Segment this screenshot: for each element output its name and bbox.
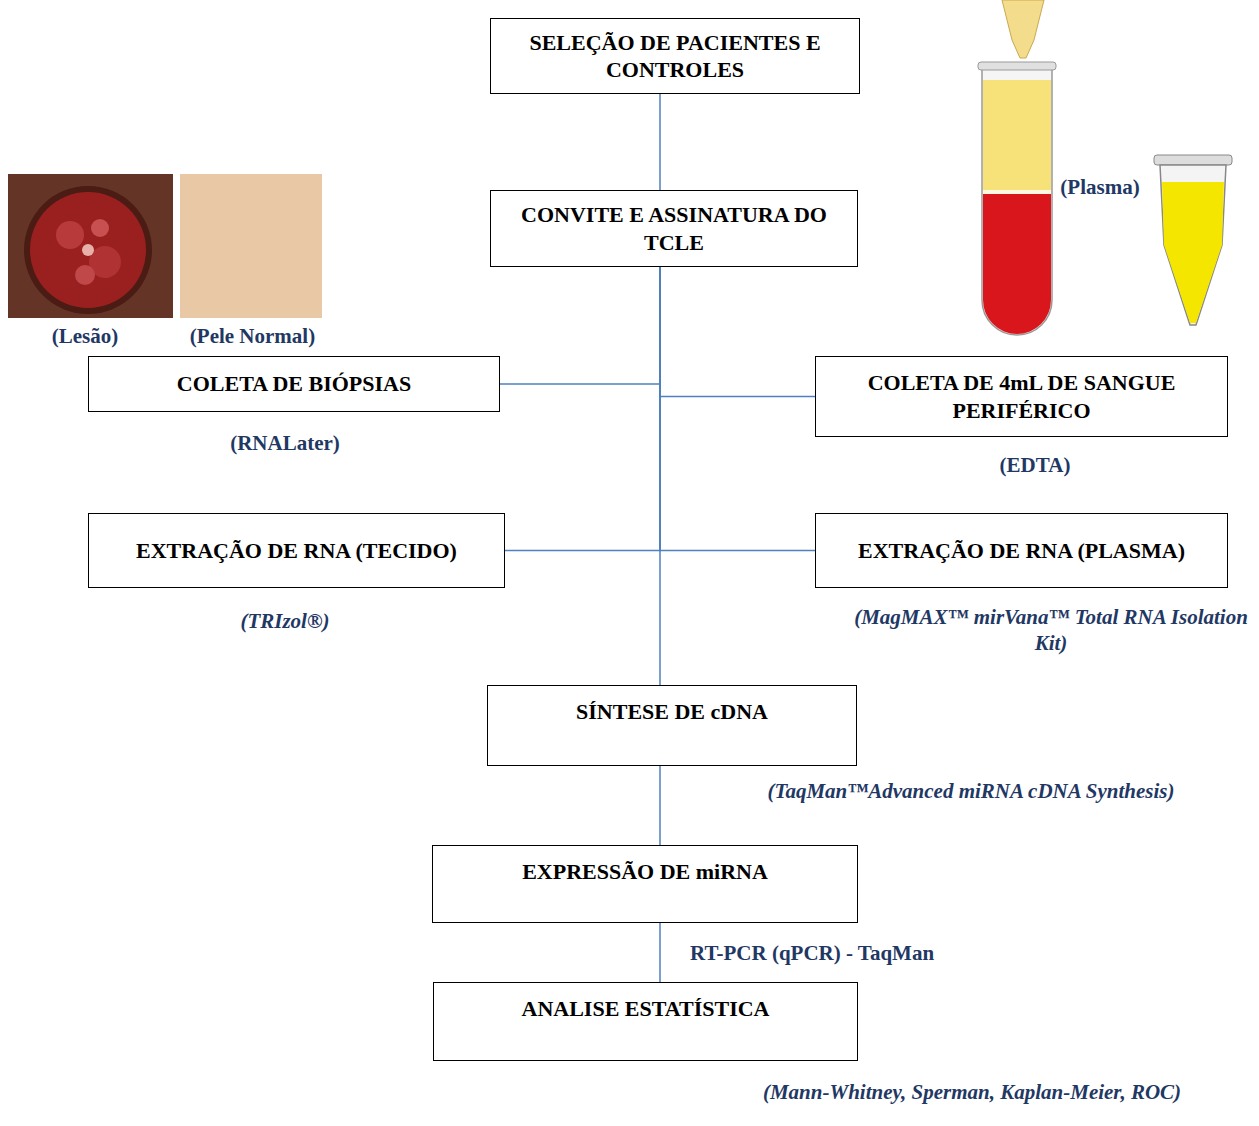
connector-path <box>660 267 815 551</box>
connector-path <box>500 267 660 384</box>
connector-path <box>660 267 815 397</box>
method-note: (RNALater) <box>175 430 395 456</box>
blood-tube <box>978 0 1056 335</box>
box-text: COLETA DE 4mL DE SANGUE PERIFÉRICO <box>828 369 1215 424</box>
process-box: ANALISE ESTATÍSTICA <box>433 982 858 1061</box>
connector-line <box>660 94 661 190</box>
method-note: (MagMAX™ mirVana™ Total RNA Isolation Ki… <box>850 604 1252 657</box>
box-text: SELEÇÃO DE PACIENTES E CONTROLES <box>503 29 847 84</box>
method-note: (EDTA) <box>975 452 1095 478</box>
connector-path <box>659 923 661 982</box>
method-note: (Plasma) <box>1035 174 1165 200</box>
connector-line <box>505 267 660 551</box>
connector-line <box>660 267 815 397</box>
method-note: (Lesão) <box>15 323 155 349</box>
connector-line <box>660 267 815 551</box>
connector-path <box>659 267 661 685</box>
lesion-photo <box>8 174 173 318</box>
method-note: (TaqMan™Advanced miRNA cDNA Synthesis) <box>688 778 1254 804</box>
method-note: (TRIzol®) <box>180 608 390 634</box>
method-note: RT-PCR (qPCR) - TaqMan <box>690 940 1050 966</box>
process-box: COLETA DE BIÓPSIAS <box>88 356 500 412</box>
box-text: EXTRAÇÃO DE RNA (TECIDO) <box>136 537 457 565</box>
box-text: COLETA DE BIÓPSIAS <box>177 370 411 398</box>
process-box: SELEÇÃO DE PACIENTES E CONTROLES <box>490 18 860 94</box>
box-text: ANALISE ESTATÍSTICA <box>522 995 770 1023</box>
process-box: SÍNTESE DE cDNA <box>487 685 857 766</box>
process-box: EXPRESSÃO DE miRNA <box>432 845 858 923</box>
process-box: COLETA DE 4mL DE SANGUE PERIFÉRICO <box>815 356 1228 437</box>
box-text: CONVITE E ASSINATURA DO TCLE <box>503 201 845 256</box>
connector-line <box>660 923 661 982</box>
box-text: EXTRAÇÃO DE RNA (PLASMA) <box>858 537 1185 565</box>
box-text: SÍNTESE DE cDNA <box>576 698 768 726</box>
process-box: EXTRAÇÃO DE RNA (TECIDO) <box>88 513 505 588</box>
connector-line <box>500 267 660 384</box>
connector-path <box>659 766 661 845</box>
box-text: EXPRESSÃO DE miRNA <box>522 858 768 886</box>
process-box: EXTRAÇÃO DE RNA (PLASMA) <box>815 513 1228 588</box>
connector-path <box>505 267 660 551</box>
method-note: (Mann-Whitney, Sperman, Kaplan-Meier, RO… <box>690 1079 1254 1105</box>
normal-skin-photo <box>180 174 322 318</box>
process-box: CONVITE E ASSINATURA DO TCLE <box>490 190 858 267</box>
connector-line <box>660 766 661 845</box>
eppendorf-tube <box>1154 155 1232 325</box>
connector-line <box>660 267 661 685</box>
method-note: (Pele Normal) <box>165 323 340 349</box>
connector-path <box>659 94 661 190</box>
